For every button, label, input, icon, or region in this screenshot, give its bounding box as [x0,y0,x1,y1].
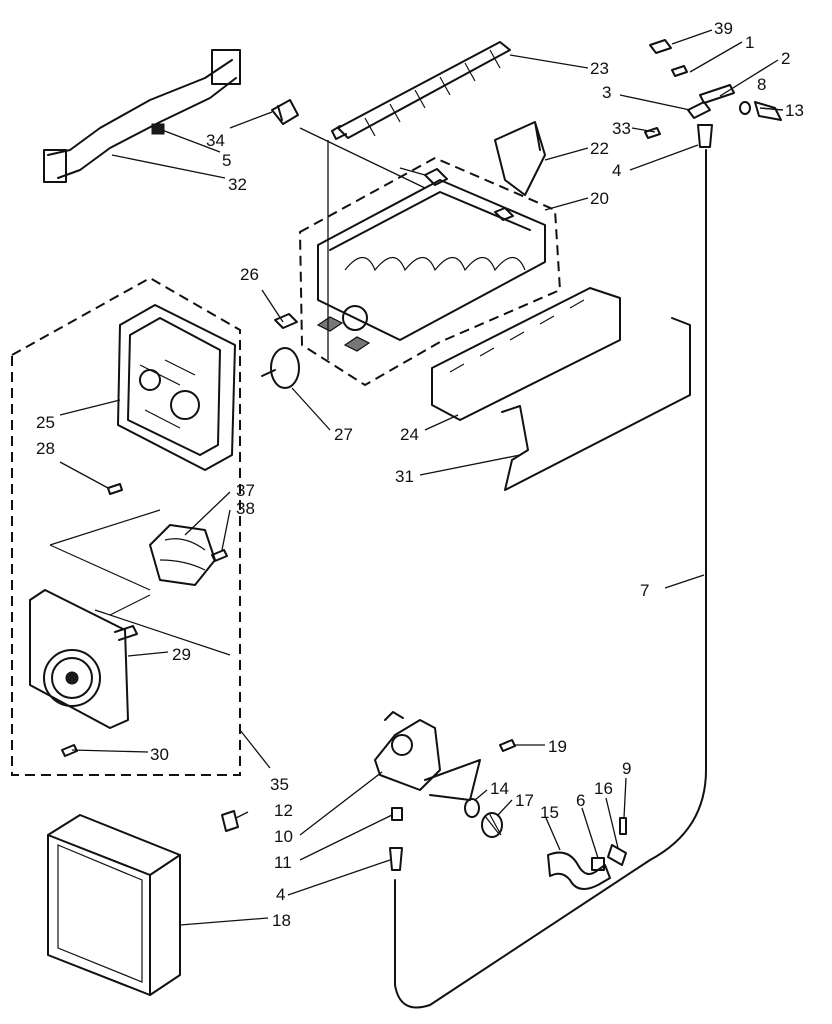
screw-19 [499,739,516,752]
washer-14 [464,798,480,818]
label-28: 28 [36,439,55,458]
label-10: 10 [274,827,293,846]
elbow-2 [699,84,735,104]
label-19: 19 [548,737,567,756]
label-20: 20 [590,189,609,208]
screw-1 [671,65,688,77]
insert-4a [697,124,713,148]
screw-33 [644,127,661,139]
drive-motor [149,524,216,586]
label-29: 29 [172,645,191,664]
label-14: 14 [490,779,509,798]
label-8: 8 [757,75,766,94]
label-27: 27 [334,425,353,444]
label-38: 38 [236,499,255,518]
tube-15 [547,851,611,890]
label-11: 11 [274,853,292,872]
label-39: 39 [714,19,733,38]
ice-mold [316,168,546,352]
label-12: 12 [274,801,293,820]
label-34: 34 [206,131,225,150]
label-25: 25 [36,413,55,432]
label-2: 2 [781,49,790,68]
support-plate [29,589,138,729]
label-13: 13 [785,101,804,120]
screw-38 [211,549,228,562]
label-31: 31 [395,467,414,486]
label-17: 17 [515,791,534,810]
label-6: 6 [576,791,585,810]
label-5: 5 [222,151,231,170]
clip-39 [649,39,672,54]
thermostat [274,313,298,329]
label-4-bottom: 4 [276,885,285,904]
insert-4b [389,847,403,871]
label-3: 3 [602,83,611,102]
assembly-guide-lines [49,509,231,656]
fill-cup [494,121,546,196]
compression-nut [391,807,403,821]
label-16: 16 [594,779,613,798]
water-valve [374,711,481,801]
label-30: 30 [150,745,169,764]
label-26: 26 [240,265,259,284]
fill-tube [394,149,707,1009]
ice-maker-assembly-outline [298,156,562,387]
part-labels: 39 1 2 3 8 13 33 4 23 22 20 34 5 32 26 2… [36,19,804,930]
label-4-top: 4 [612,161,621,180]
label-32: 32 [228,175,247,194]
strainer-17 [481,812,503,838]
leader-lines [59,29,784,926]
wire-harness [43,49,241,183]
mounting-clip [271,99,299,125]
bracket-3 [687,101,711,119]
washer-8 [739,101,751,115]
screw-9 [619,817,627,835]
label-7: 7 [640,581,649,600]
screw-30 [61,744,78,757]
label-24: 24 [400,425,419,444]
label-23: 23 [590,59,609,78]
label-35: 35 [270,775,289,794]
mold-cover [431,287,621,421]
label-22: 22 [590,139,609,158]
wire-connector [221,810,239,832]
label-37: 37 [236,481,255,500]
label-33: 33 [612,119,631,138]
label-9: 9 [622,759,631,778]
label-15: 15 [540,803,559,822]
cover-panel [47,814,181,996]
shut-off-arm [501,317,691,491]
control-housing [117,304,236,471]
label-1: 1 [745,33,754,52]
ejector-blade [331,41,511,140]
control-module-outline [11,276,241,776]
clamp-16 [607,844,627,866]
screw-28 [107,483,123,495]
nozzle-13 [754,101,782,121]
label-18: 18 [272,911,291,930]
timing-motor [261,347,300,389]
